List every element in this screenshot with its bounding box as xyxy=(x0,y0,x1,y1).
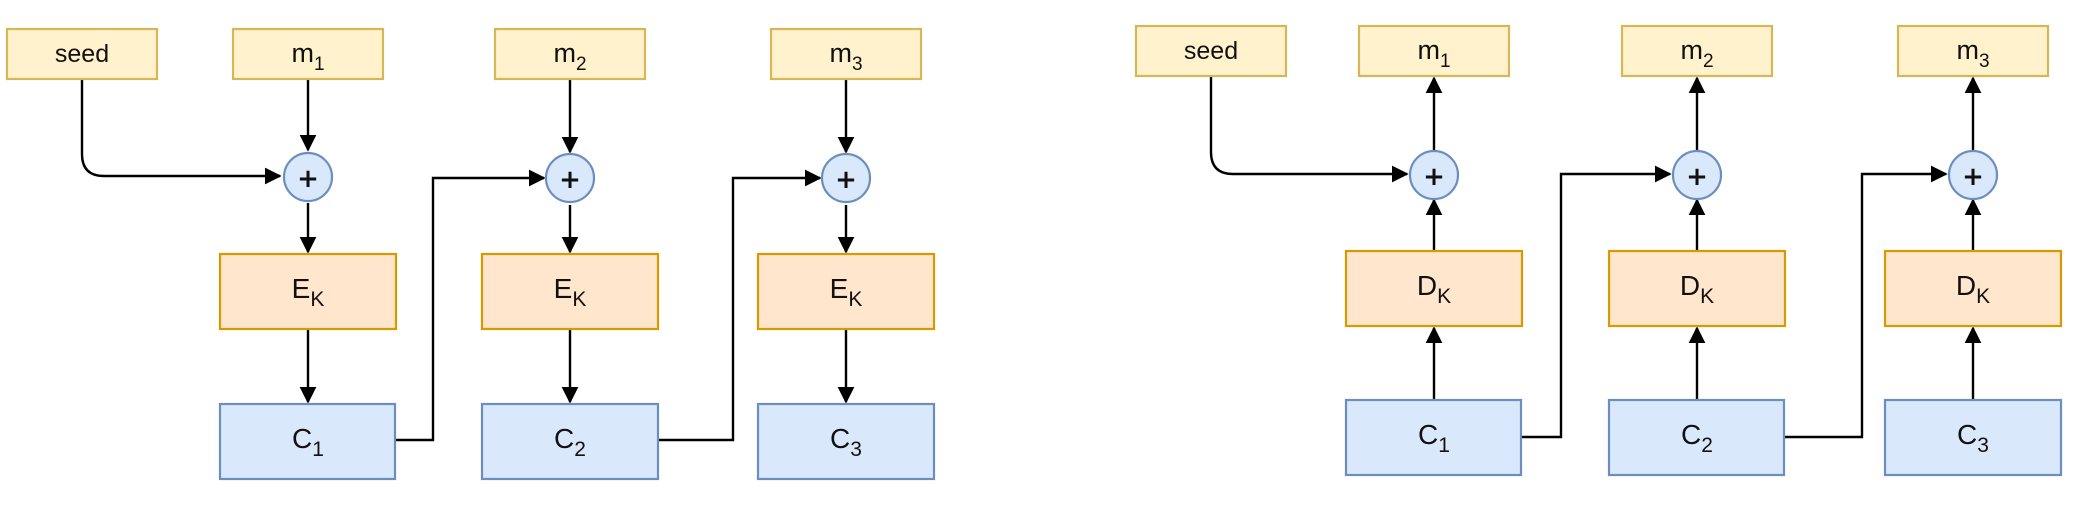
svg-text:EK: EK xyxy=(292,273,325,311)
dec-arrow-seed-to-xor1 xyxy=(1209,76,1409,183)
enc-xor-node-3: + xyxy=(820,152,872,204)
svg-text:m1: m1 xyxy=(291,38,324,75)
svg-text:+: + xyxy=(835,165,857,195)
dec-message-box-1: m1 xyxy=(1357,24,1511,78)
enc-message-box-1: m1 xyxy=(231,27,385,81)
dec-ciphertext-block-3: C3 xyxy=(1883,398,2063,477)
dec-cipher-block-3: DK xyxy=(1883,249,2063,328)
svg-text:m2: m2 xyxy=(1680,35,1713,72)
enc-arrow-c2-to-xor3 xyxy=(658,169,822,442)
dec-xor-node-2: + xyxy=(1671,149,1723,201)
dec-seed-box: seed xyxy=(1134,24,1288,78)
dec-xor-node-3: + xyxy=(1947,149,1999,201)
svg-text:DK: DK xyxy=(1956,270,1990,308)
enc-message-box-2: m2 xyxy=(493,27,647,81)
svg-text:m3: m3 xyxy=(1956,35,1989,72)
dec-cipher-block-1: DK xyxy=(1344,249,1524,328)
dec-ciphertext-block-2: C2 xyxy=(1607,398,1786,477)
svg-text:m3: m3 xyxy=(829,38,862,75)
svg-text:m2: m2 xyxy=(553,38,586,75)
dec-message-box-2: m2 xyxy=(1620,24,1774,78)
encryption-diagram: seed m1 m2 m3 + + + E xyxy=(5,27,936,481)
enc-cipher-block-1: EK xyxy=(218,252,398,331)
svg-text:+: + xyxy=(1423,162,1445,192)
enc-ciphertext-block-1: C1 xyxy=(218,402,397,481)
svg-text:C1: C1 xyxy=(1418,419,1450,457)
enc-xor-node-1: + xyxy=(282,151,334,203)
dec-arrow-c2-to-xor3 xyxy=(1784,165,1948,439)
enc-arrow-seed-to-xor1 xyxy=(80,79,282,185)
enc-ciphertext-block-2: C2 xyxy=(480,402,660,481)
decryption-diagram: seed m1 m2 m3 + + + D xyxy=(1134,24,2063,477)
dec-ciphertext-block-1: C1 xyxy=(1344,398,1523,477)
svg-text:DK: DK xyxy=(1680,270,1714,308)
svg-text:m1: m1 xyxy=(1417,35,1450,72)
svg-text:EK: EK xyxy=(830,273,863,311)
svg-text:C2: C2 xyxy=(1681,419,1713,457)
svg-text:C3: C3 xyxy=(830,423,862,461)
enc-cipher-block-3: EK xyxy=(756,252,936,331)
svg-text:C2: C2 xyxy=(554,423,586,461)
enc-arrow-c1-to-xor2 xyxy=(395,169,546,442)
svg-text:+: + xyxy=(559,165,581,195)
svg-text:C1: C1 xyxy=(292,423,324,461)
enc-ciphertext-block-3: C3 xyxy=(756,402,936,481)
svg-text:EK: EK xyxy=(554,273,587,311)
dec-xor-node-1: + xyxy=(1408,149,1460,201)
dec-message-box-3: m3 xyxy=(1896,24,2050,78)
enc-xor-node-2: + xyxy=(544,152,596,204)
svg-text:seed: seed xyxy=(1184,37,1238,65)
svg-text:C3: C3 xyxy=(1957,419,1989,457)
dec-arrow-c1-to-xor2 xyxy=(1521,165,1672,439)
svg-text:seed: seed xyxy=(55,40,109,68)
svg-text:+: + xyxy=(1962,162,1984,192)
enc-cipher-block-2: EK xyxy=(480,252,660,331)
svg-text:DK: DK xyxy=(1417,270,1451,308)
enc-seed-box: seed xyxy=(5,27,159,81)
svg-text:+: + xyxy=(1686,162,1708,192)
enc-message-box-3: m3 xyxy=(769,27,923,81)
svg-text:+: + xyxy=(297,164,319,194)
dec-cipher-block-2: DK xyxy=(1607,249,1787,328)
